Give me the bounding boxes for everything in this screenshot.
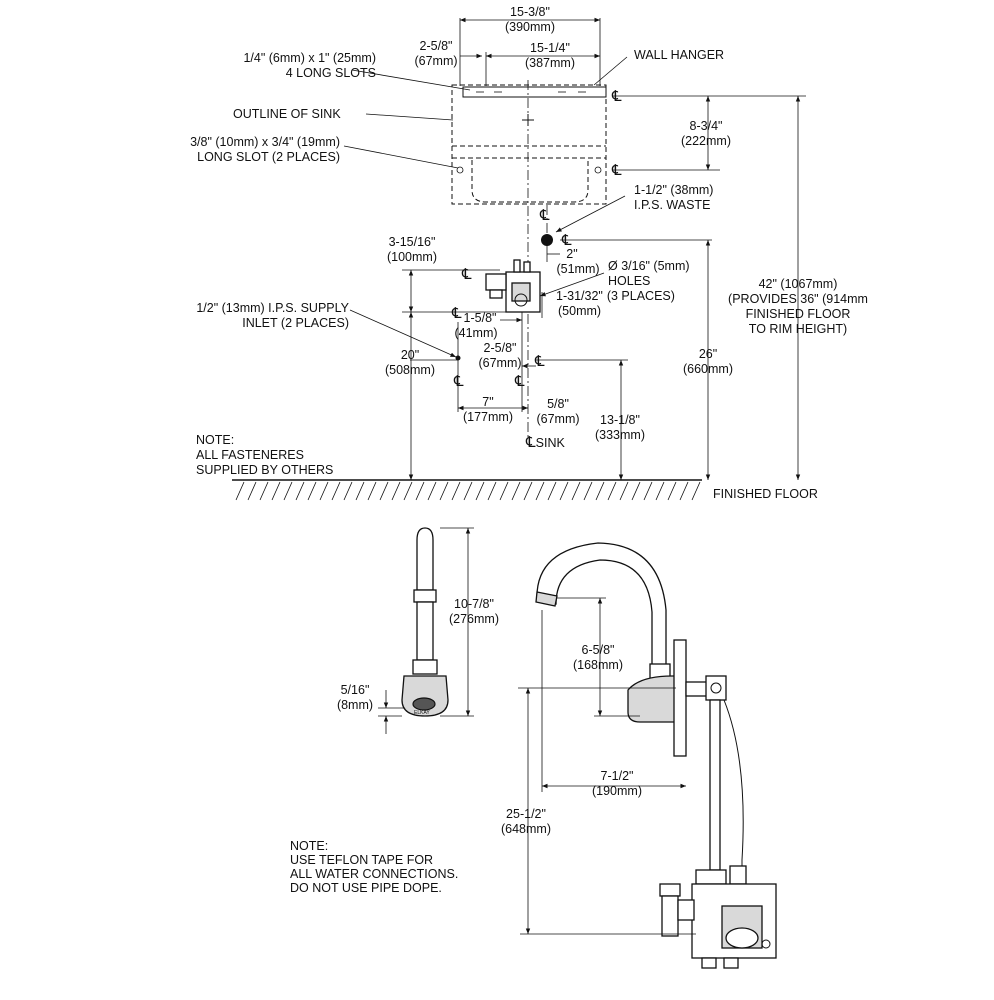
dim-waste-offset: 2"(51mm)	[556, 247, 599, 276]
floor-hatch-line	[511, 481, 521, 501]
floor-hatch-line	[643, 481, 653, 501]
floor-hatch-line	[463, 481, 473, 501]
floor-hatch-line	[235, 481, 245, 501]
dim-reach: 7-1/2"(190mm)	[592, 769, 642, 798]
dim-supply-height: 20"(508mm)	[385, 348, 435, 377]
floor-hatch-line	[607, 481, 617, 501]
valve-box-top	[485, 259, 541, 313]
label-long-slots: 1/4" (6mm) x 1" (25mm)4 LONG SLOTS	[243, 51, 376, 80]
centerline-symbol: ℄	[461, 266, 472, 283]
floor-hatch-line	[535, 481, 545, 501]
floor-hatch-line	[523, 481, 533, 501]
dimension-labels: 15-3/8"(390mm) 2-5/8"(67mm) 15-1/4"(387m…	[190, 5, 868, 895]
dim-overall-width: 15-3/8"(390mm)	[505, 5, 555, 34]
floor-hatch-line	[487, 481, 497, 501]
floor-hatch-line	[355, 481, 365, 501]
centerline-symbol: ℄	[561, 232, 572, 249]
label-finished-floor: FINISHED FLOOR	[713, 487, 818, 501]
dim-valve-height: 3-15/16"(100mm)	[387, 235, 437, 264]
side-slots	[456, 166, 602, 174]
centerline-symbol: ℄	[611, 162, 622, 179]
floor-hatch-line	[439, 481, 449, 501]
floor-hatch-line	[283, 481, 293, 501]
floor-hatch-line	[619, 481, 629, 501]
floor-hatch-line	[343, 481, 353, 501]
dim-slot-span: 15-1/4"(387mm)	[525, 41, 575, 70]
floor-hatch-line	[631, 481, 641, 501]
centerline-symbol: ℄	[611, 88, 622, 105]
centerline-symbol: ℄	[539, 207, 550, 224]
floor-hatch-line	[307, 481, 317, 501]
floor-hatch-line	[691, 481, 701, 501]
floor-hatch-line	[331, 481, 341, 501]
floor-hatch-line	[655, 481, 665, 501]
centerline-symbol: ℄	[451, 305, 462, 322]
floor-hatch-line	[247, 481, 257, 501]
label-holes: Ø 3/16" (5mm)HOLES	[608, 259, 690, 288]
floor-hatch-line	[583, 481, 593, 501]
dim-valve-to-floor: 13-1/8"(333mm)	[595, 413, 645, 442]
dim-sensor-offset: 5/16"(8mm)	[337, 683, 373, 712]
floor-hatch-line	[679, 481, 689, 501]
floor-hatch-line	[427, 481, 437, 501]
dim-outlet-height: 6-5/8"(168mm)	[573, 643, 623, 672]
floor-hatch-line	[571, 481, 581, 501]
floor-hatch-line	[415, 481, 425, 501]
centerline-symbol: ℄	[514, 373, 525, 390]
floor-hatch-line	[319, 481, 329, 501]
floor-hatch-line	[391, 481, 401, 501]
floor-hatch-line	[295, 481, 305, 501]
floor-hatch-line	[379, 481, 389, 501]
floor-hatch-line	[499, 481, 509, 501]
faucet-side-view	[535, 542, 777, 969]
floor-hatch-line	[559, 481, 569, 501]
label-long-slot-2-places: 3/8" (10mm) x 3/4" (19mm)LONG SLOT (2 PL…	[190, 135, 340, 164]
brand-label: ELKAY	[414, 710, 430, 716]
dim-slot-offset: 2-5/8"(67mm)	[414, 39, 457, 68]
sink-outline	[451, 84, 607, 205]
finished-floor	[232, 479, 702, 501]
spout-front-view: ELKAY	[401, 527, 449, 717]
floor-hatch-line	[475, 481, 485, 501]
floor-hatch-line	[595, 481, 605, 501]
label-outline-of-sink: OUTLINE OF SINK	[233, 107, 341, 121]
floor-hatch-line	[667, 481, 677, 501]
floor-hatch-line	[259, 481, 269, 501]
wall-hanger	[462, 86, 607, 126]
label-waste: 1-1/2" (38mm)I.P.S. WASTE	[634, 183, 713, 212]
dim-supply-spacing: 1-5/8"(41mm)	[454, 311, 497, 340]
dim-supply-offset: 7"(177mm)	[463, 395, 513, 424]
floor-hatch-line	[547, 481, 557, 501]
dim-small-offset: 5/8"(67mm)	[536, 397, 579, 426]
dim-holes-spacing: 1-31/32"(3 PLACES)	[556, 289, 675, 303]
centerline-symbol: ℄	[453, 373, 464, 390]
dim-waste-height: 26"(660mm)	[683, 347, 733, 376]
dim-to-sink-centerline: 2-5/8"(67mm)	[478, 341, 521, 370]
dim-hanger-drop: 8-3/4"(222mm)	[681, 119, 731, 148]
label-sink-centerline: ℄SINK	[525, 434, 565, 451]
centerline-symbol: ℄	[534, 353, 545, 370]
dim-holes-spacing-mm: (50mm)	[558, 304, 601, 318]
dim-box-depth: 25-1/2"(648mm)	[501, 807, 551, 836]
floor-hatch-line	[451, 481, 461, 501]
floor-hatch-line	[271, 481, 281, 501]
floor-hatch-line	[403, 481, 413, 501]
floor-hatch-line	[367, 481, 377, 501]
dim-spout-height: 10-7/8"(276mm)	[449, 597, 499, 626]
label-wall-hanger: WALL HANGER	[634, 48, 724, 62]
